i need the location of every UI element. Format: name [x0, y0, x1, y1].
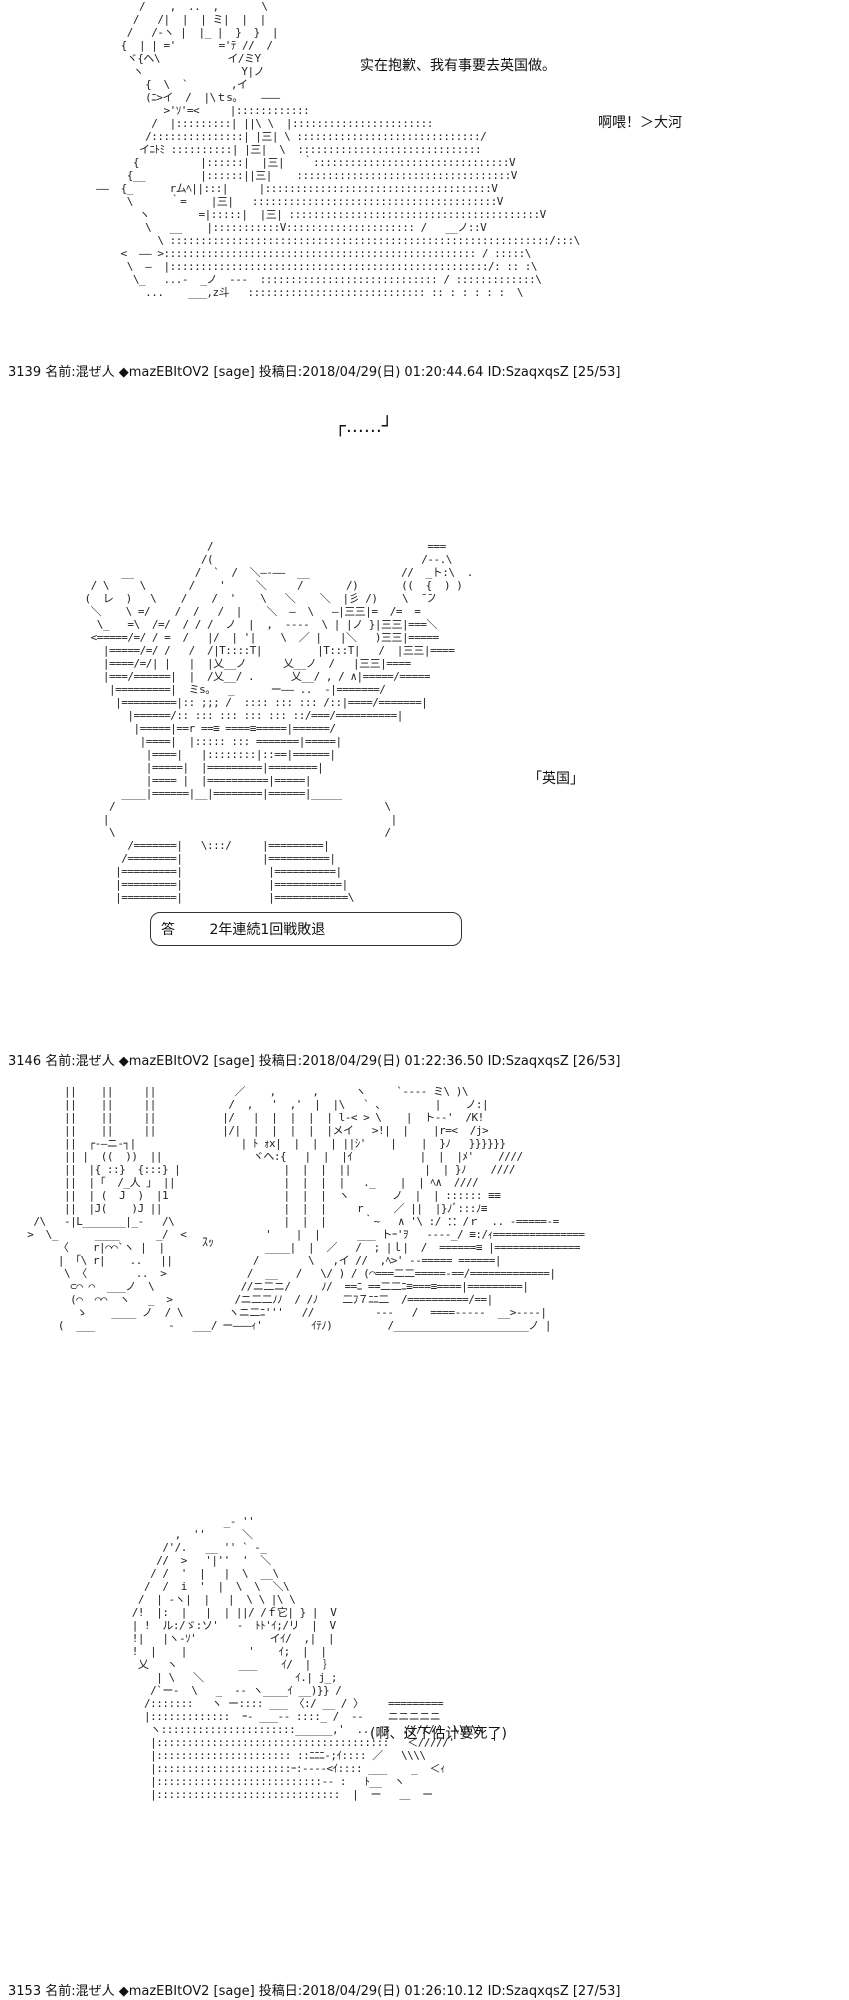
- panel-3: || || || || || || || || || || || || || ┌…: [0, 1085, 849, 1485]
- dialog-exclamation: 啊喂！＞大河: [598, 115, 682, 131]
- ascii-art-character-1: / , .. , \ / /| | | ミ| | | / /-ヽ | |_ | …: [96, 0, 580, 299]
- post-header: 3146 名前:混ぜ人 ◆mazEBItOV2 [sage] 投稿日:2018/…: [8, 1054, 621, 1069]
- post-header: 3153 名前:混ぜ人 ◆mazEBItOV2 [sage] 投稿日:2018/…: [8, 1984, 621, 1999]
- transition-ellipsis: ┌……┘: [335, 416, 393, 437]
- ascii-art-character-4: _- '' , '' ＼ /'/. __ '' ` -_ // > '|'' '…: [131, 1515, 498, 1801]
- panel-2: / === /( /--.\ __ / ` / ＼―-―― __ // _ト:\…: [0, 540, 849, 1070]
- dialog-england: 「英国」: [528, 771, 584, 787]
- panel-4: _- '' , '' ＼ /'/. __ '' ` -_ // > '|'' '…: [0, 1515, 849, 2000]
- answer-label: 答: [161, 922, 175, 938]
- post-header: 3139 名前:混ぜ人 ◆mazEBItOV2 [sage] 投稿日:2018/…: [8, 365, 621, 380]
- answer-text: 2年連続1回戦敗退: [209, 922, 326, 938]
- answer-caption-box: 答 2年連続1回戦敗退: [150, 912, 462, 946]
- dialog-thought: (啊、这下估计要死了): [370, 1726, 507, 1742]
- dialog-apology: 实在抱歉、我有事要去英国做。: [360, 58, 556, 74]
- ascii-art-character-2: / === /( /--.\ __ / ` / ＼―-―― __ // _ト:\…: [84, 540, 473, 904]
- ascii-art-sword-hand: || || || || || || || || || || || || || ┌…: [27, 1085, 218, 1332]
- sfx-swish: ｽｯ: [202, 1235, 215, 1249]
- panel-1: / , .. , \ / /| | | ミ| | | / /-ヽ | |_ | …: [0, 0, 849, 400]
- ascii-art-character-3: ／ , , ヽ `---- ミ\ )\ / , ' ,' | |\ ` 、 | …: [222, 1085, 585, 1332]
